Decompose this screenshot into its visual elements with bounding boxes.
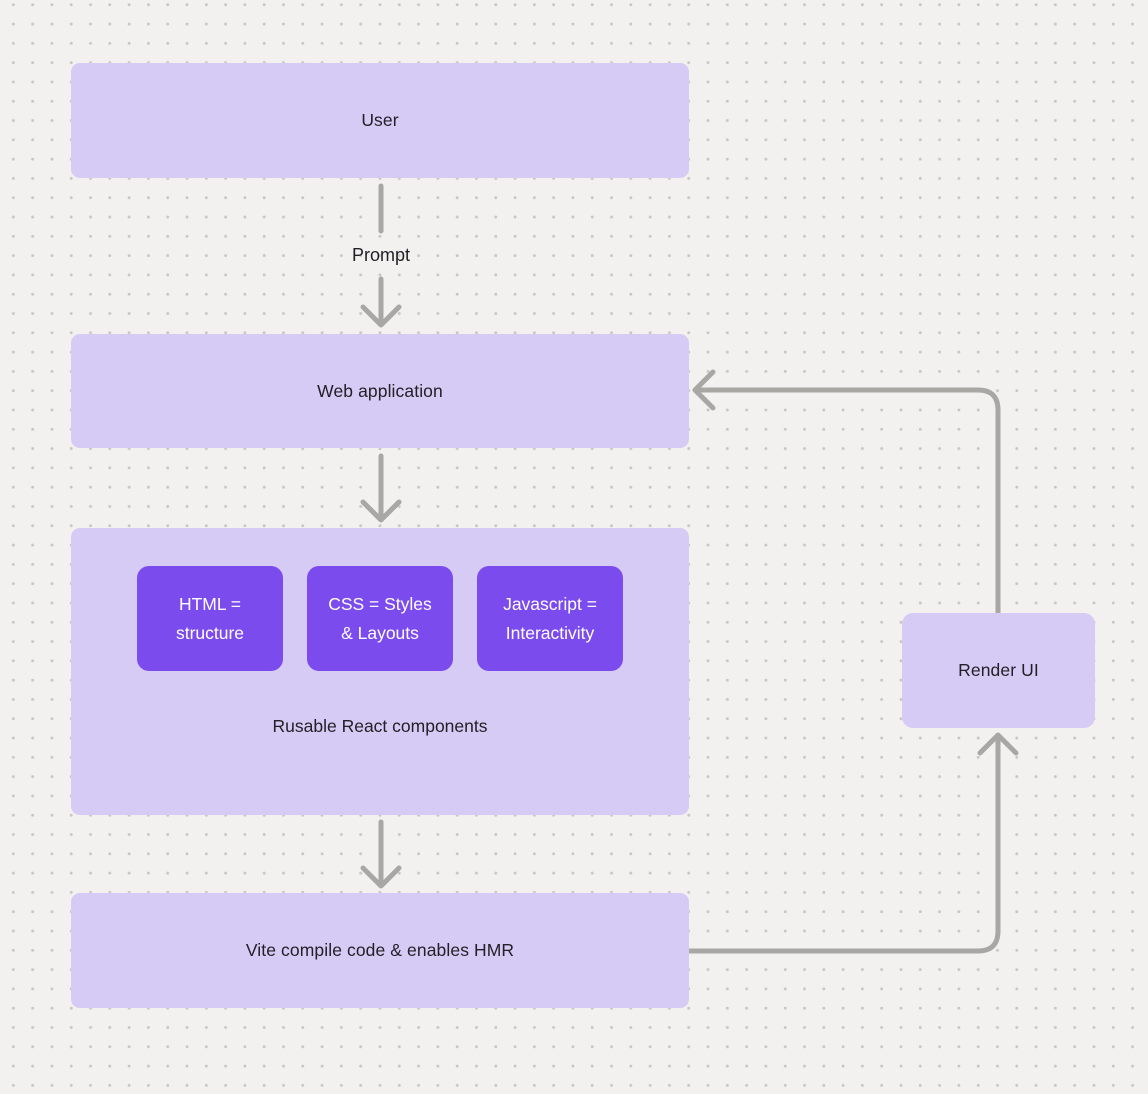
component-html-line2: structure xyxy=(175,622,245,643)
node-vite-label: Vite compile code & enables HMR xyxy=(245,940,515,960)
arrowhead-down-icon xyxy=(360,304,402,328)
component-javascript-line2: Interactivity xyxy=(505,622,595,643)
node-vite: Vite compile code & enables HMR xyxy=(71,893,689,1008)
component-html: HTML = structure xyxy=(137,566,283,671)
component-css: CSS = Styles & Layouts xyxy=(307,566,453,671)
node-web-application: Web application xyxy=(71,334,689,448)
edge-label-prompt: Prompt xyxy=(351,245,411,265)
node-user-label: User xyxy=(361,110,399,130)
arrowhead-up-icon xyxy=(977,732,1019,756)
node-render-ui-label: Render UI xyxy=(958,660,1039,680)
component-javascript-line1: Javascript = xyxy=(503,593,597,614)
arrowhead-down-icon xyxy=(360,499,402,523)
arrowhead-down-icon xyxy=(360,865,402,889)
arrowhead-left-icon xyxy=(692,369,716,411)
arrow-vite-to-render-stem xyxy=(686,738,1001,954)
component-javascript: Javascript = Interactivity xyxy=(477,566,623,671)
node-user: User xyxy=(71,63,689,178)
arrow-render-to-webapp-stem xyxy=(698,387,1001,616)
component-html-line1: HTML = xyxy=(178,593,242,614)
react-container-label: Rusable React components xyxy=(272,716,488,736)
component-css-line2: & Layouts xyxy=(341,622,419,643)
component-css-line1: CSS = Styles xyxy=(328,593,432,614)
node-render-ui: Render UI xyxy=(902,613,1095,728)
node-web-application-label: Web application xyxy=(317,380,443,401)
